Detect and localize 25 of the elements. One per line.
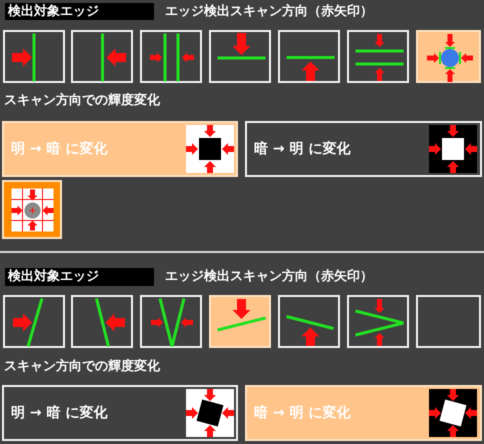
option-button: 暗 → 明 に変化	[245, 385, 482, 441]
section-title: スキャン方向での輝度変化	[4, 93, 160, 108]
section-title: スキャン方向での輝度変化	[4, 359, 160, 374]
option-tile	[416, 295, 481, 348]
option-button: 明 → 暗 に変化	[2, 121, 238, 177]
option-tile	[278, 30, 340, 83]
option-tile	[347, 30, 409, 83]
section-header: 検出対象エッジ	[5, 3, 154, 20]
section-header: 検出対象エッジ	[5, 268, 154, 286]
option-tile	[3, 295, 65, 348]
section-title: エッジ検出スキャン方向（赤矢印）	[165, 4, 373, 19]
option-tile	[278, 295, 340, 348]
option-tile	[209, 295, 271, 348]
option-button: 暗 → 明 に変化	[245, 121, 482, 177]
option-tile	[140, 30, 202, 83]
option-tile	[347, 295, 409, 348]
section-title: エッジ検出スキャン方向（赤矢印）	[165, 269, 373, 284]
option-tile	[209, 30, 271, 83]
option-button: 明 → 暗 に変化	[2, 385, 238, 441]
option-tile	[71, 295, 133, 348]
option-tile	[416, 30, 481, 83]
option-tile	[2, 180, 62, 239]
option-tile	[140, 295, 202, 348]
option-tile	[71, 30, 133, 83]
option-tile	[3, 30, 65, 83]
